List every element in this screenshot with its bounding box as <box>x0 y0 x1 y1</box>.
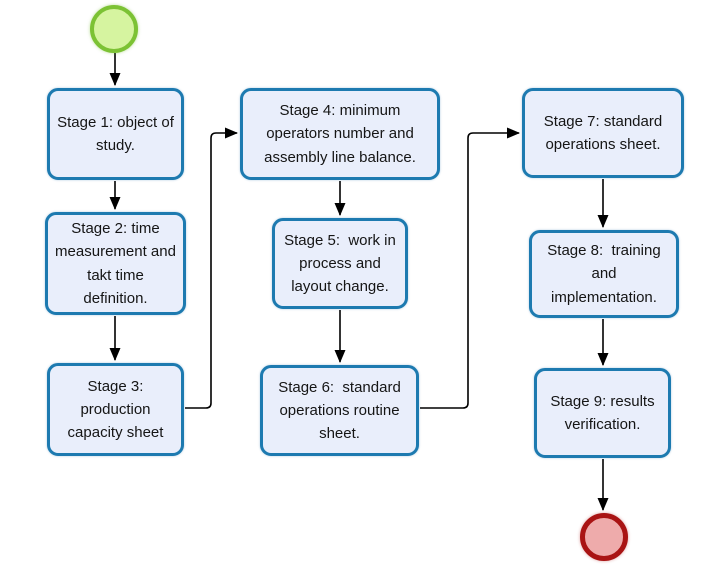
edge-stage3-stage4 <box>185 127 238 409</box>
stage-8-box: Stage 8: training and implementation. <box>529 230 679 318</box>
stage-2-box: Stage 2: time measurement and takt time … <box>45 212 186 315</box>
stage-9-box: Stage 9: results verification. <box>534 368 671 458</box>
stage-1-box: Stage 1: object of study. <box>47 88 184 180</box>
stage-7-box: Stage 7: standard operations sheet. <box>522 88 684 178</box>
stage-6-box: Stage 6: standard operations routine she… <box>260 365 419 456</box>
start-event-circle <box>90 5 138 53</box>
stage-5-box: Stage 5: work in process and layout chan… <box>272 218 408 309</box>
stage-3-box: Stage 3: production capacity sheet <box>47 363 184 456</box>
end-event-circle <box>580 513 628 561</box>
edge-stage6-stage7 <box>420 127 520 409</box>
stage-4-box: Stage 4: minimum operators number and as… <box>240 88 440 180</box>
